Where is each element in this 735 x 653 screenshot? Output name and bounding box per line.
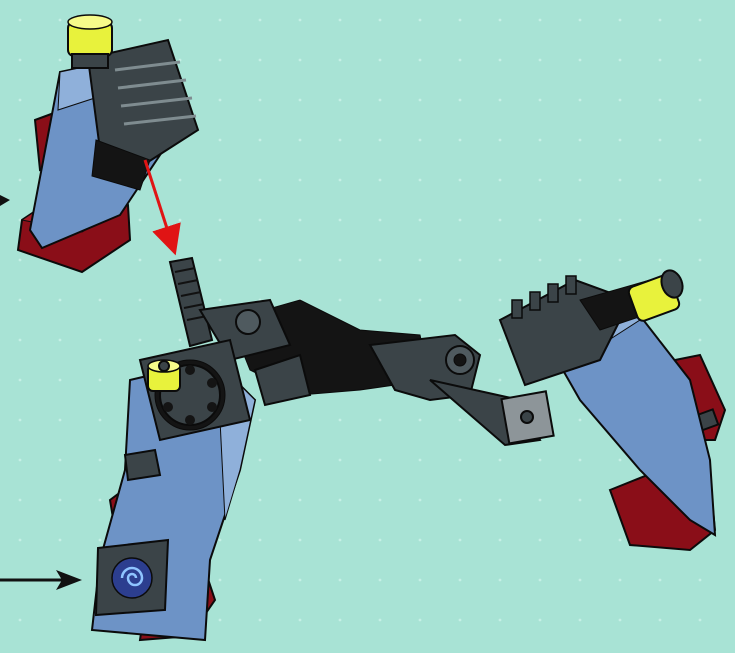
technic-axle: [168, 256, 214, 348]
main-assembly: [90, 256, 555, 642]
arrow-fragment-left: [0, 195, 10, 206]
red-connection-arrow-icon: [143, 159, 181, 256]
hand-pointer-arrow-icon: [0, 570, 82, 590]
right-wing-module: [498, 269, 727, 552]
swirl-emblem-icon: [111, 557, 153, 599]
top-wing-module: [16, 14, 200, 274]
